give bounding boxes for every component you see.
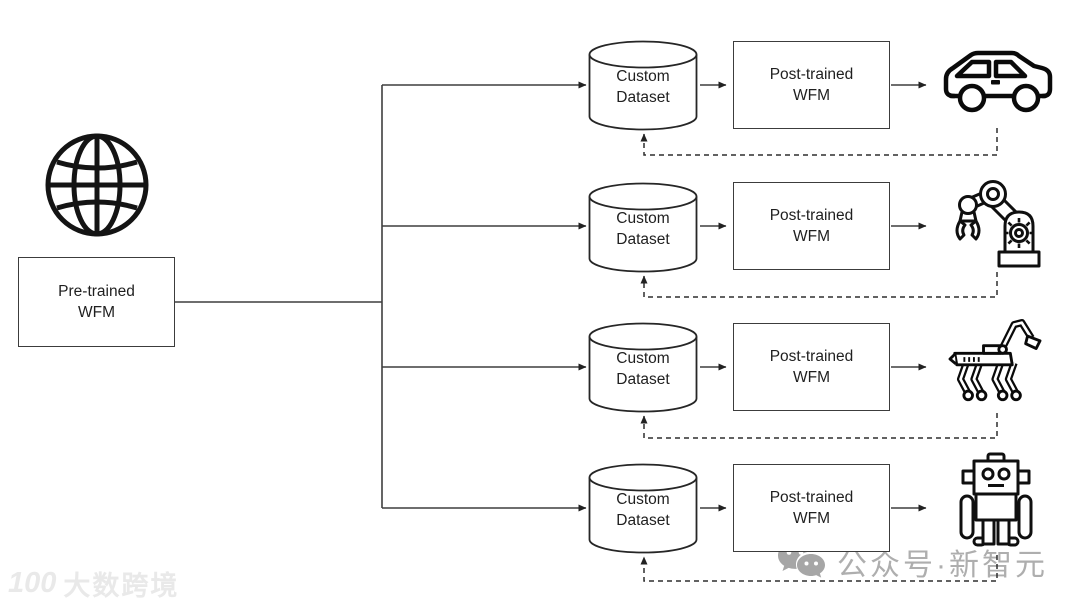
post-trained-wfm-node: Post-trained WFM [733, 464, 890, 552]
database-cylinder-icon [588, 40, 698, 131]
post-trained-wfm-label: Post-trained WFM [769, 207, 854, 245]
pre-trained-wfm-label: Pre-trained WFM [58, 283, 135, 321]
robotic-arm-icon [955, 180, 1041, 268]
custom-dataset-label: Custom Dataset [616, 68, 670, 106]
globe-icon [45, 133, 149, 237]
humanoid-robot-icon [959, 452, 1033, 547]
database-cylinder-icon [588, 182, 698, 273]
post-trained-wfm-node: Post-trained WFM [733, 182, 890, 270]
post-trained-wfm-label: Post-trained WFM [769, 66, 854, 104]
post-trained-wfm-node: Post-trained WFM [733, 323, 890, 411]
watermark-brand-text: 大数跨境 [63, 571, 180, 601]
watermark-bottom-left: 100 大数跨境 [8, 564, 179, 603]
solid-flow-lines [175, 81, 927, 512]
post-trained-wfm-label: Post-trained WFM [769, 489, 854, 527]
post-trained-wfm-label: Post-trained WFM [769, 348, 854, 386]
post-trained-wfm-node: Post-trained WFM [733, 41, 890, 129]
pre-trained-wfm-node: Pre-trained WFM [18, 257, 175, 347]
car-icon [943, 50, 1053, 113]
custom-dataset-label: Custom Dataset [616, 210, 670, 248]
custom-dataset-node: Custom Dataset [588, 463, 698, 554]
custom-dataset-label: Custom Dataset [616, 491, 670, 529]
custom-dataset-node: Custom Dataset [588, 40, 698, 131]
database-cylinder-icon [588, 322, 698, 413]
custom-dataset-node: Custom Dataset [588, 322, 698, 413]
database-cylinder-icon [588, 463, 698, 554]
custom-dataset-node: Custom Dataset [588, 182, 698, 273]
quadruped-robot-icon [948, 319, 1042, 402]
watermark-logo-100: 100 [8, 567, 57, 599]
custom-dataset-label: Custom Dataset [616, 350, 670, 388]
